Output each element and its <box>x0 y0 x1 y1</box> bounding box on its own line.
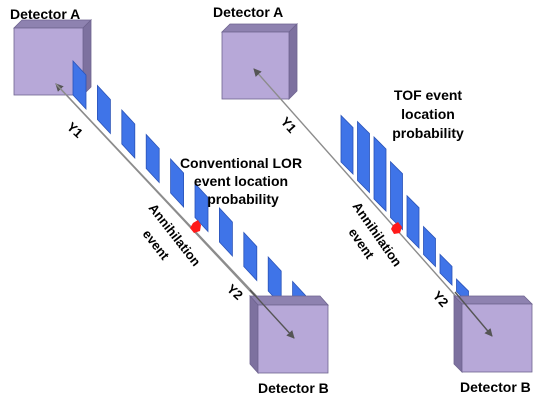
left-lor-bins <box>72 59 307 331</box>
left-panel: Detector A Detector B Y1 Y2 Conventional… <box>10 6 329 396</box>
right-lor-arrow-b <box>454 291 493 337</box>
right-tof-bin-3 <box>373 136 387 212</box>
right-detector-a-label: Detector A <box>213 4 283 20</box>
left-annotation-line-1: Conventional LOR <box>180 155 302 171</box>
right-y2-label: Y2 <box>430 288 452 310</box>
right-tof-bin-7 <box>439 253 453 286</box>
left-annotation-line-2: event location <box>194 173 288 189</box>
left-detector-a-label: Detector A <box>10 6 80 22</box>
right-annotation-line-3: probability <box>392 125 464 141</box>
left-annihilation-event-dot <box>190 220 201 233</box>
right-tof-bin-5 <box>406 194 420 249</box>
right-tof-bin-1 <box>340 114 354 175</box>
left-lor-bin-6 <box>194 182 209 233</box>
left-detector-b-label: Detector B <box>258 380 329 396</box>
left-lor-bin-3 <box>121 108 136 160</box>
left-y1-label: Y1 <box>64 119 86 141</box>
left-annotation-line-3: probability <box>207 191 279 207</box>
right-tof-bin-2 <box>357 120 370 194</box>
right-detector-b <box>453 295 533 373</box>
left-lor-bin-1 <box>72 59 87 111</box>
left-lor-arrow-b <box>249 289 295 339</box>
right-detector-b-label: Detector B <box>460 379 531 395</box>
right-annotation-line-1: TOF event <box>394 87 463 103</box>
right-annihilation-event-dot <box>391 222 402 234</box>
left-detector-b <box>249 294 329 375</box>
right-tof-bin-4 <box>390 160 403 231</box>
left-lor-bin-4 <box>145 133 160 184</box>
right-tof-bin-6 <box>423 225 436 268</box>
right-annotation-line-2: location <box>401 106 455 122</box>
left-lor-bin-5 <box>170 157 185 209</box>
left-lor-bin-2 <box>97 84 111 135</box>
right-tof-bins <box>340 114 469 305</box>
left-y2-label: Y2 <box>224 281 246 303</box>
right-lor-line <box>253 68 493 338</box>
right-detector-a <box>221 23 298 100</box>
left-lor-bin-7 <box>218 206 233 258</box>
left-lor-bin-8 <box>243 231 258 282</box>
